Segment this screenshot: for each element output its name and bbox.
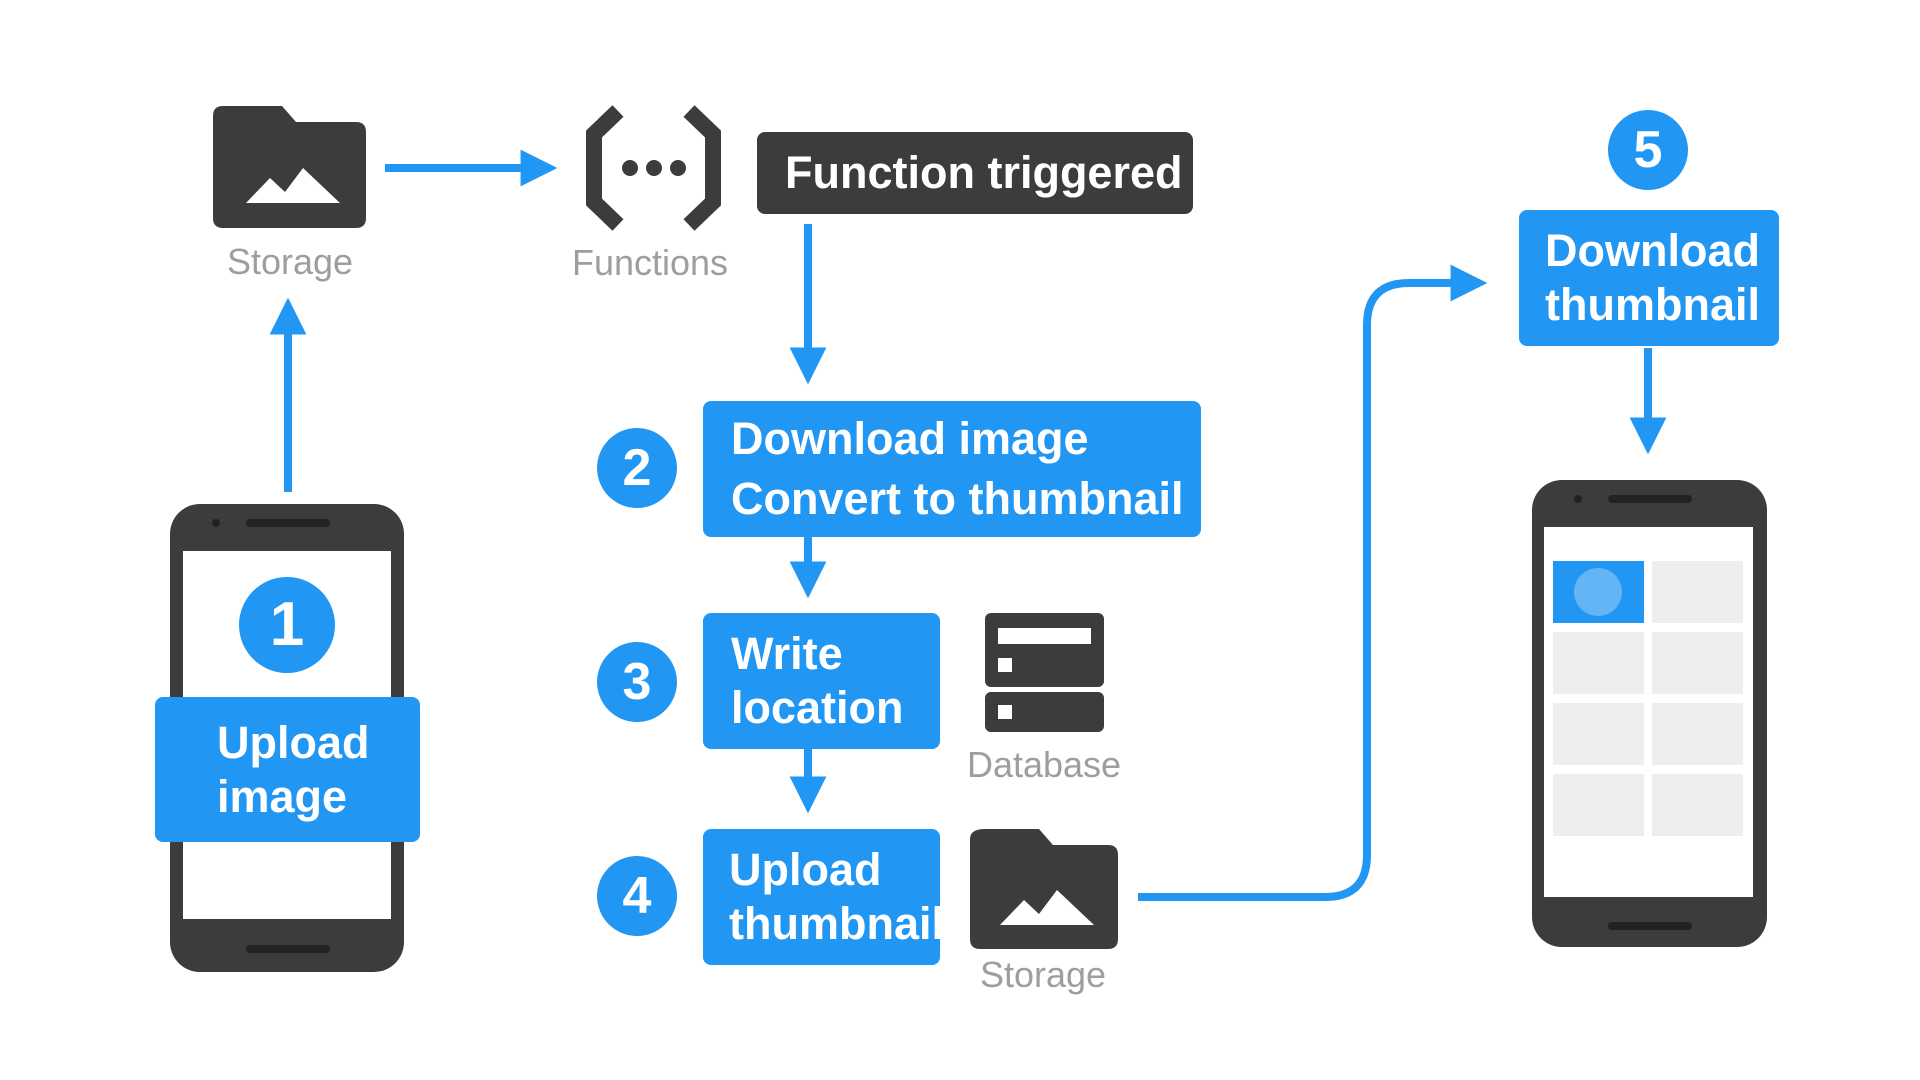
step-3-badge: 3 [597,642,677,722]
step-3-line-1: Write [731,628,843,679]
step-5-line-1: Download [1545,225,1760,276]
function-triggered-label: Function triggered [785,147,1183,198]
database-icon [985,613,1104,732]
step-1-line-1: Upload [217,716,370,768]
step-5-download-thumbnail-box: Download thumbnail [1519,210,1779,346]
storage-top-label: Storage [226,241,354,282]
step-2-download-convert-box: Download image Convert to thumbnail [703,401,1201,537]
function-triggered-box: Function triggered [757,132,1193,214]
functions-label: Functions [571,242,729,283]
arrow-storage-to-step5 [1138,264,1488,901]
step-3-write-location-box: Write location [703,613,940,749]
step-5-line-2: thumbnail [1545,279,1760,330]
step-1-badge: 1 [239,577,335,673]
storage-bottom-label: Storage [979,954,1107,995]
database-label: Database [966,744,1122,785]
step-4-upload-thumbnail-box: Upload thumbnail [703,829,944,965]
step-1-upload-image-box: Upload image [155,697,420,842]
step-2-line-1: Download image [731,413,1089,464]
step-4-line-1: Upload [729,844,882,895]
step-2-badge: 2 [597,428,677,508]
step-4-line-2: thumbnail [729,898,944,949]
storage-top-icon [213,106,366,228]
functions-icon [586,105,721,231]
thumbnail-grid [1553,561,1743,836]
step-4-badge: 4 [597,856,677,936]
step-1-line-2: image [217,770,348,822]
step-5-badge: 5 [1608,110,1688,190]
step-3-line-2: location [731,682,904,733]
step-2-line-2: Convert to thumbnail [731,473,1184,524]
storage-bottom-icon [970,829,1118,949]
